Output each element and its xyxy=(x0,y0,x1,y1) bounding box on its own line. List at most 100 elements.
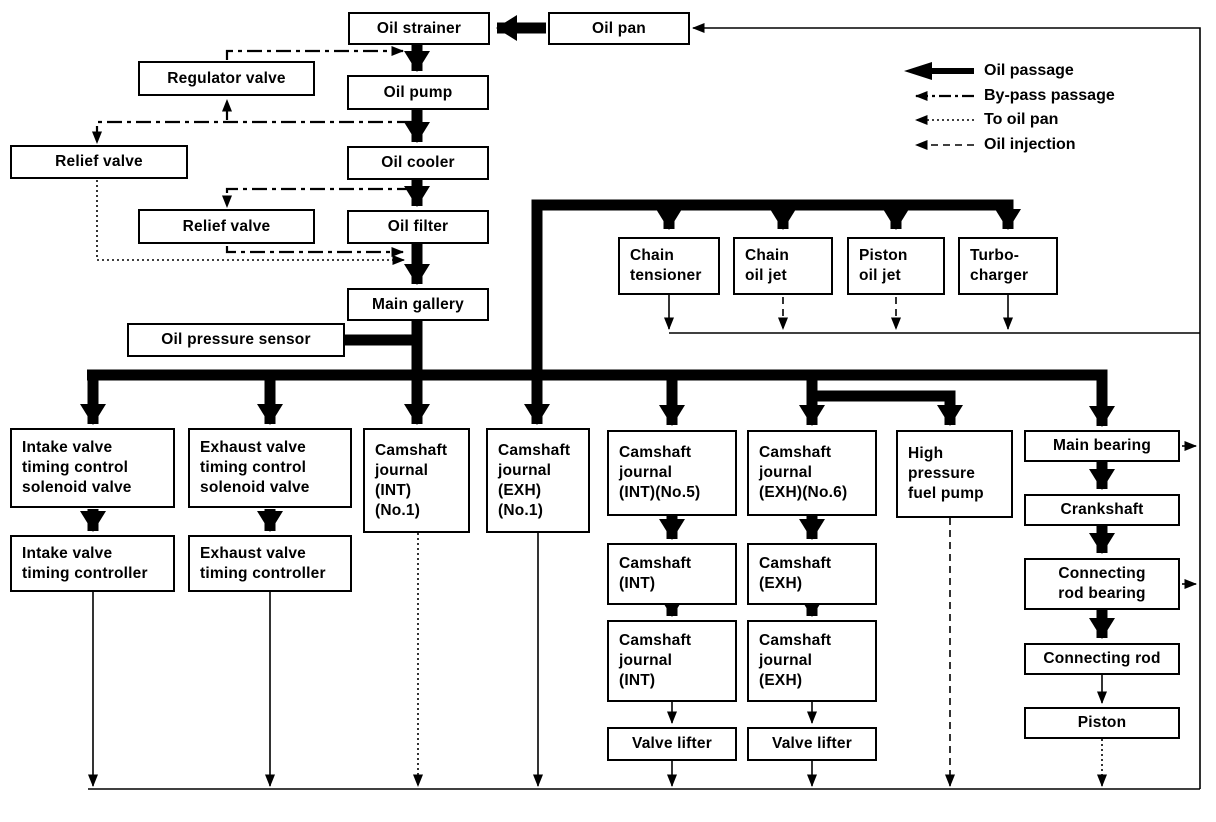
node-intake-valve-timing-control-solenoid-valve: Intake valve timing control solenoid valve xyxy=(10,428,175,508)
node-label: rod bearing xyxy=(1058,585,1146,602)
node-label: Oil pressure sensor xyxy=(161,331,311,348)
by-pass-arrow-icon xyxy=(915,90,974,101)
legend-item-by-pass-passage: By-pass passage xyxy=(886,84,1115,109)
node-intake-valve-timing-controller: Intake valve timing controller xyxy=(10,535,175,592)
node-label: Relief valve xyxy=(182,217,271,235)
node-label: (No.1) xyxy=(375,501,421,519)
node-label: (EXH) xyxy=(498,481,542,499)
node-label: (INT) xyxy=(375,481,412,499)
node-label: oil jet xyxy=(859,267,901,284)
node-camshaft-journal-exh-no1: Camshaft journal (EXH) (No.1) xyxy=(486,428,590,533)
node-label: Camshaft xyxy=(759,555,832,572)
node-label: timing control xyxy=(200,459,307,476)
node-label: Main gallery xyxy=(372,295,464,313)
node-label: timing control xyxy=(22,459,129,476)
node-camshaft-journal-exh-2: Camshaft journal (EXH) xyxy=(747,620,877,702)
legend-item-to-oil-pan: To oil pan xyxy=(886,108,1115,133)
node-oil-filter: Oil filter xyxy=(347,210,489,244)
node-label: (INT) xyxy=(619,672,656,689)
by-pass-lines xyxy=(92,46,412,257)
node-label: Intake valve xyxy=(22,439,113,456)
node-label: solenoid valve xyxy=(22,479,132,496)
node-label: Relief valve xyxy=(55,153,143,170)
node-label: journal xyxy=(498,461,552,479)
node-chain-tensioner: Chain tensioner xyxy=(618,237,720,295)
node-label: journal xyxy=(619,652,673,669)
node-exhaust-valve-timing-controller: Exhaust valve timing controller xyxy=(188,535,352,592)
legend-item-oil-injection: Oil injection xyxy=(886,133,1115,158)
legend-item-oil-passage: Oil passage xyxy=(886,59,1115,84)
node-label: tensioner xyxy=(630,267,702,284)
node-label: oil jet xyxy=(745,267,787,284)
legend-label: To oil pan xyxy=(984,111,1059,129)
node-label: journal xyxy=(619,464,673,481)
node-label: pressure xyxy=(908,465,976,482)
to-oil-pan-lines xyxy=(88,23,1201,790)
node-label: Chain xyxy=(745,247,790,264)
node-label: Connecting rod xyxy=(1043,650,1161,667)
node-label: Oil filter xyxy=(387,218,449,235)
node-oil-cooler: Oil cooler xyxy=(347,146,489,180)
node-label: Camshaft xyxy=(619,632,692,649)
node-label: Intake valve xyxy=(22,544,113,562)
node-label: journal xyxy=(759,464,813,481)
node-camshaft-journal-int-2: Camshaft journal (INT) xyxy=(607,620,737,702)
node-label: Connecting xyxy=(1058,565,1146,582)
node-camshaft-int: Camshaft (INT) xyxy=(607,543,737,605)
node-label: Exhaust valve xyxy=(200,439,306,456)
node-label: Exhaust valve xyxy=(200,544,306,562)
node-label: journal xyxy=(759,652,813,669)
node-label: High xyxy=(908,445,944,462)
node-valve-lifter-exh: Valve lifter xyxy=(747,727,877,761)
oil-passage-lines xyxy=(80,15,1115,639)
node-relief-valve-2: Relief valve xyxy=(138,209,315,244)
node-label: Crankshaft xyxy=(1060,501,1144,518)
node-label: Camshaft xyxy=(498,441,571,459)
node-label: charger xyxy=(970,267,1029,284)
node-label: Camshaft xyxy=(759,632,832,649)
node-label: Oil strainer xyxy=(376,19,462,37)
node-label: (No.1) xyxy=(498,501,544,519)
node-oil-pressure-sensor: Oil pressure sensor xyxy=(127,323,345,357)
node-label: timing controller xyxy=(22,564,148,582)
node-label: Piston xyxy=(859,247,908,264)
legend-label: By-pass passage xyxy=(984,86,1115,104)
to-oil-pan-arrow-icon xyxy=(915,115,974,126)
to-oil-pan-dotted-lines xyxy=(96,180,1107,787)
legend-label: Oil injection xyxy=(984,136,1076,154)
node-label: fuel pump xyxy=(908,485,984,502)
node-label: solenoid valve xyxy=(200,479,310,496)
node-label: Camshaft xyxy=(619,555,692,572)
node-label: (EXH) xyxy=(759,672,803,689)
node-label: Valve lifter xyxy=(772,735,852,752)
node-label: journal xyxy=(375,461,429,479)
node-oil-strainer: Oil strainer xyxy=(348,12,490,45)
node-regulator-valve: Regulator valve xyxy=(138,61,315,96)
node-label: Chain xyxy=(630,247,675,264)
node-label: (INT)(No.5) xyxy=(619,484,701,501)
node-crankshaft: Crankshaft xyxy=(1024,494,1180,526)
legend: Oil passage By-pass passage To oil pan O… xyxy=(886,59,1115,157)
node-label: Valve lifter xyxy=(632,735,712,752)
node-label: Oil pan xyxy=(592,19,646,37)
node-connecting-rod-bearing: Connecting rod bearing xyxy=(1024,558,1180,610)
node-main-bearing: Main bearing xyxy=(1024,430,1180,462)
node-label: (EXH) xyxy=(759,575,803,592)
node-label: Camshaft xyxy=(375,441,448,459)
oil-injection-arrow-icon xyxy=(915,140,974,151)
node-main-gallery: Main gallery xyxy=(347,288,489,321)
node-oil-pump: Oil pump xyxy=(347,75,489,110)
node-label: timing controller xyxy=(200,564,326,582)
node-relief-valve-1: Relief valve xyxy=(10,145,188,179)
node-label: Turbo- xyxy=(970,247,1020,264)
node-label: (INT) xyxy=(619,575,656,592)
node-oil-pan: Oil pan xyxy=(548,12,690,45)
node-piston-oil-jet: Piston oil jet xyxy=(847,237,945,295)
node-label: Oil cooler xyxy=(381,154,455,171)
node-turbocharger: Turbo-charger xyxy=(958,237,1058,295)
legend-label: Oil passage xyxy=(984,62,1074,80)
node-exhaust-valve-timing-control-solenoid-valve: Exhaust valve timing control solenoid valv… xyxy=(188,428,352,508)
